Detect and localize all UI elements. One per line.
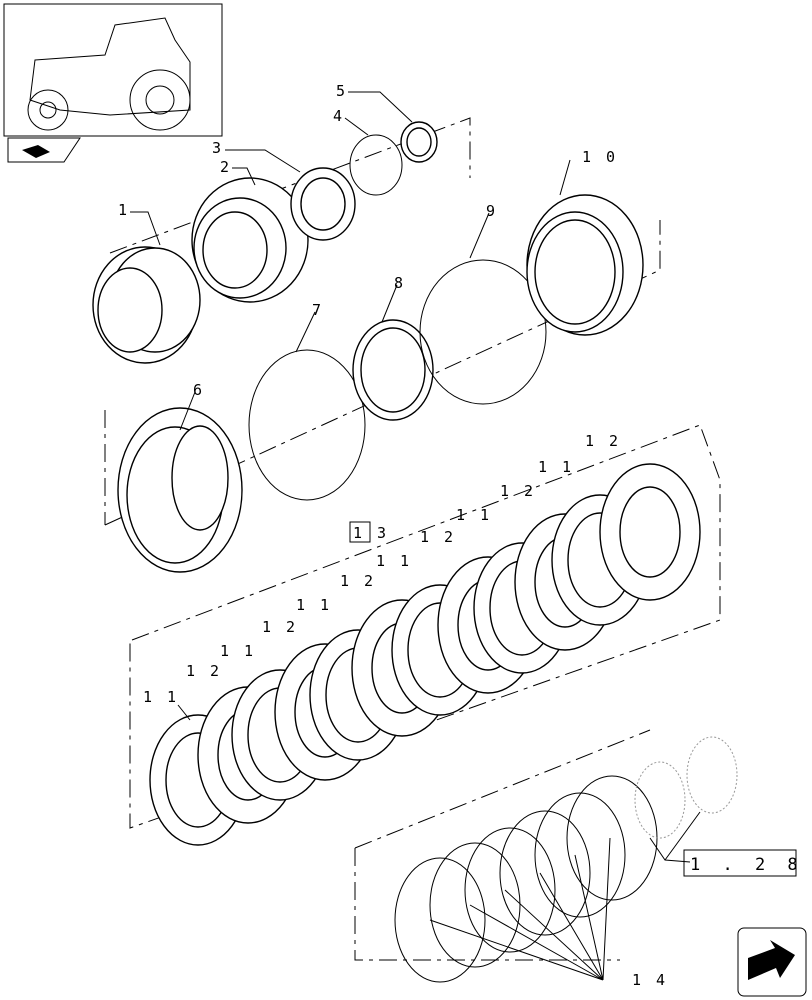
callout-12[interactable]: 1 2 [500, 482, 536, 500]
callout-12[interactable]: 1 2 [420, 528, 456, 546]
wave-spring-stack [394, 775, 658, 983]
frame-plates [129, 424, 721, 829]
callout-labels: 1 2 3 4 5 6 7 8 9 1 0 1 1 1 2 1 1 1 2 1 … [118, 82, 668, 989]
reference-box[interactable]: 1 . 2 8 . 7 / [683, 849, 812, 877]
callout-3[interactable]: 3 [212, 139, 224, 157]
section-marker-icon[interactable] [7, 137, 81, 163]
callout-13[interactable]: 1 3 [353, 524, 389, 542]
clutch-plate-stack [149, 463, 701, 846]
part-6-gear[interactable] [117, 407, 243, 573]
callout-4[interactable]: 4 [333, 107, 345, 125]
callout-11[interactable]: 1 1 [143, 688, 179, 706]
leader-lines [130, 91, 701, 981]
callout-12[interactable]: 1 2 [262, 618, 298, 636]
tractor-thumbnail-icon [3, 3, 223, 137]
callout-8[interactable]: 8 [394, 274, 406, 292]
callout-11[interactable]: 1 1 [296, 596, 332, 614]
next-page-arrow-icon[interactable] [737, 927, 807, 997]
callout-13-box [349, 521, 371, 543]
callout-12[interactable]: 1 2 [340, 572, 376, 590]
callout-11[interactable]: 1 1 [538, 458, 574, 476]
part-10-gear-ring[interactable] [526, 194, 644, 336]
part-1-gear-hub[interactable] [92, 246, 201, 364]
callout-11[interactable]: 1 1 [376, 552, 412, 570]
reference-label[interactable]: 1 . 2 8 . 7 / [690, 855, 812, 875]
part-8-ring[interactable] [352, 319, 434, 421]
frame-middle [104, 220, 661, 526]
callout-5[interactable]: 5 [336, 82, 348, 100]
callout-11[interactable]: 1 1 [220, 642, 256, 660]
callout-7[interactable]: 7 [312, 301, 324, 319]
part-2-bearing[interactable] [191, 177, 309, 303]
frame-springs [354, 729, 651, 961]
callout-10[interactable]: 1 0 [582, 148, 618, 166]
part-4-snap-ring[interactable] [349, 134, 403, 196]
callout-11[interactable]: 1 1 [456, 506, 492, 524]
part-7-split-ring[interactable] [248, 349, 366, 501]
callout-14[interactable]: 1 4 [632, 971, 668, 989]
callout-6[interactable]: 6 [193, 381, 205, 399]
callout-12[interactable]: 1 2 [585, 432, 621, 450]
callout-1[interactable]: 1 [118, 201, 130, 219]
plate-12-f[interactable] [599, 463, 701, 601]
part-3-washer[interactable] [290, 167, 356, 241]
reference-ghost-rings [634, 736, 738, 839]
callout-12[interactable]: 1 2 [186, 662, 222, 680]
callout-2[interactable]: 2 [220, 158, 232, 176]
part-5-ring[interactable] [400, 121, 438, 163]
callout-9[interactable]: 9 [486, 202, 498, 220]
part-9-snap-ring[interactable] [419, 259, 547, 405]
